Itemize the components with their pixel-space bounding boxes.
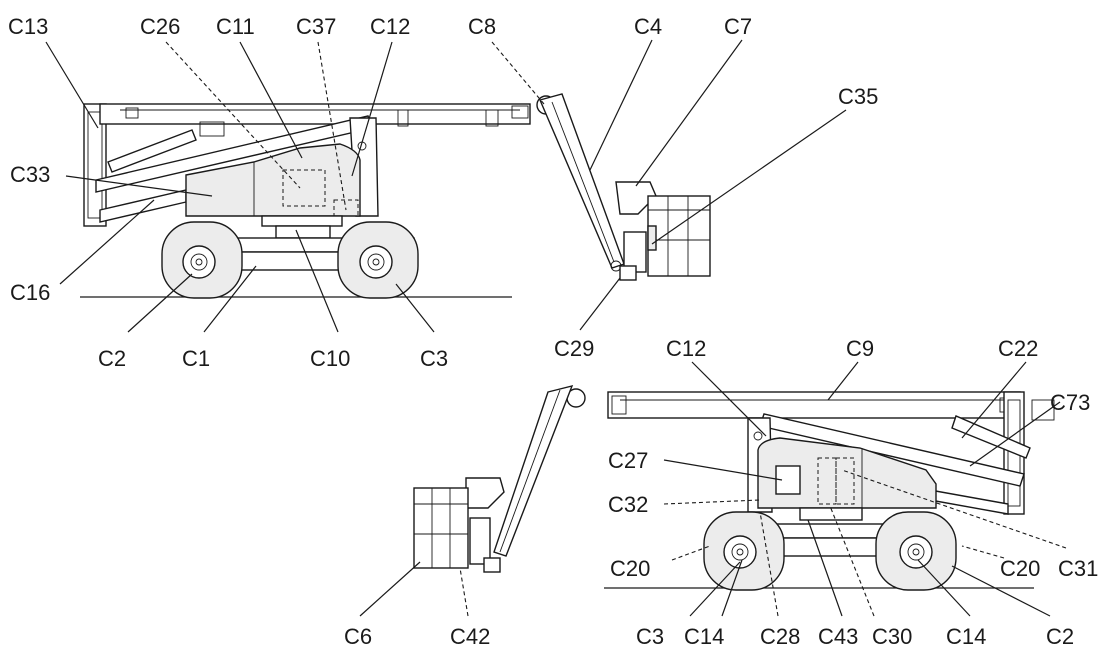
left-wheel-bottom [703, 511, 785, 591]
label-c14-left: C14 [684, 624, 724, 649]
right-wheel-bottom [875, 511, 957, 591]
label-c3-bottom: C3 [636, 624, 664, 649]
label-c11: C11 [216, 14, 255, 39]
label-c37: C37 [296, 14, 336, 39]
platform-bottom [413, 487, 469, 569]
platform-top [647, 195, 711, 277]
label-c2-top: C2 [98, 346, 126, 371]
rear-wheel-top [161, 221, 243, 299]
label-c32: C32 [608, 492, 648, 517]
upper-boom-bottom [607, 391, 1021, 419]
label-c20-left: C20 [610, 556, 650, 581]
callout-labels: C13 C26 C11 C37 C12 C8 C4 C7 C35 C33 C16… [8, 14, 1098, 649]
label-c7: C7 [724, 14, 752, 39]
jib-boom-bottom [493, 384, 574, 557]
label-c3-top: C3 [420, 346, 448, 371]
label-c29: C29 [554, 336, 594, 361]
turntable-cowling-bottom [757, 437, 937, 509]
label-c33: C33 [10, 162, 50, 187]
label-c31: C31 [1058, 556, 1098, 581]
label-c16: C16 [10, 280, 50, 305]
label-c14-right: C14 [946, 624, 986, 649]
label-c8: C8 [468, 14, 496, 39]
lift-cylinder-top [107, 129, 197, 173]
label-c4: C4 [634, 14, 662, 39]
label-c35: C35 [838, 84, 878, 109]
machine-view-top [80, 93, 711, 299]
turntable-cowling-top [185, 143, 361, 217]
label-c12-top: C12 [370, 14, 410, 39]
label-c26: C26 [140, 14, 180, 39]
label-c28: C28 [760, 624, 800, 649]
label-c73: C73 [1050, 390, 1090, 415]
counterweight-plate-top [83, 103, 107, 227]
label-c20-right: C20 [1000, 556, 1040, 581]
platform-control-box-bottom [465, 477, 505, 509]
label-c2-bottom: C2 [1046, 624, 1074, 649]
jib-boom-top [539, 93, 625, 269]
label-c30: C30 [872, 624, 912, 649]
label-c13: C13 [8, 14, 48, 39]
machine-view-bottom [413, 384, 1055, 591]
front-wheel-top [337, 221, 419, 299]
label-c9: C9 [846, 336, 874, 361]
control-box-top [615, 181, 657, 215]
label-c22: C22 [998, 336, 1038, 361]
label-c6: C6 [344, 624, 372, 649]
label-c1: C1 [182, 346, 210, 371]
upper-boom-top [99, 103, 531, 125]
label-c10: C10 [310, 346, 350, 371]
label-c43: C43 [818, 624, 858, 649]
label-c42: C42 [450, 624, 490, 649]
label-c12-bottom: C12 [666, 336, 706, 361]
leader-lines [45, 39, 1067, 617]
label-c27: C27 [608, 448, 648, 473]
